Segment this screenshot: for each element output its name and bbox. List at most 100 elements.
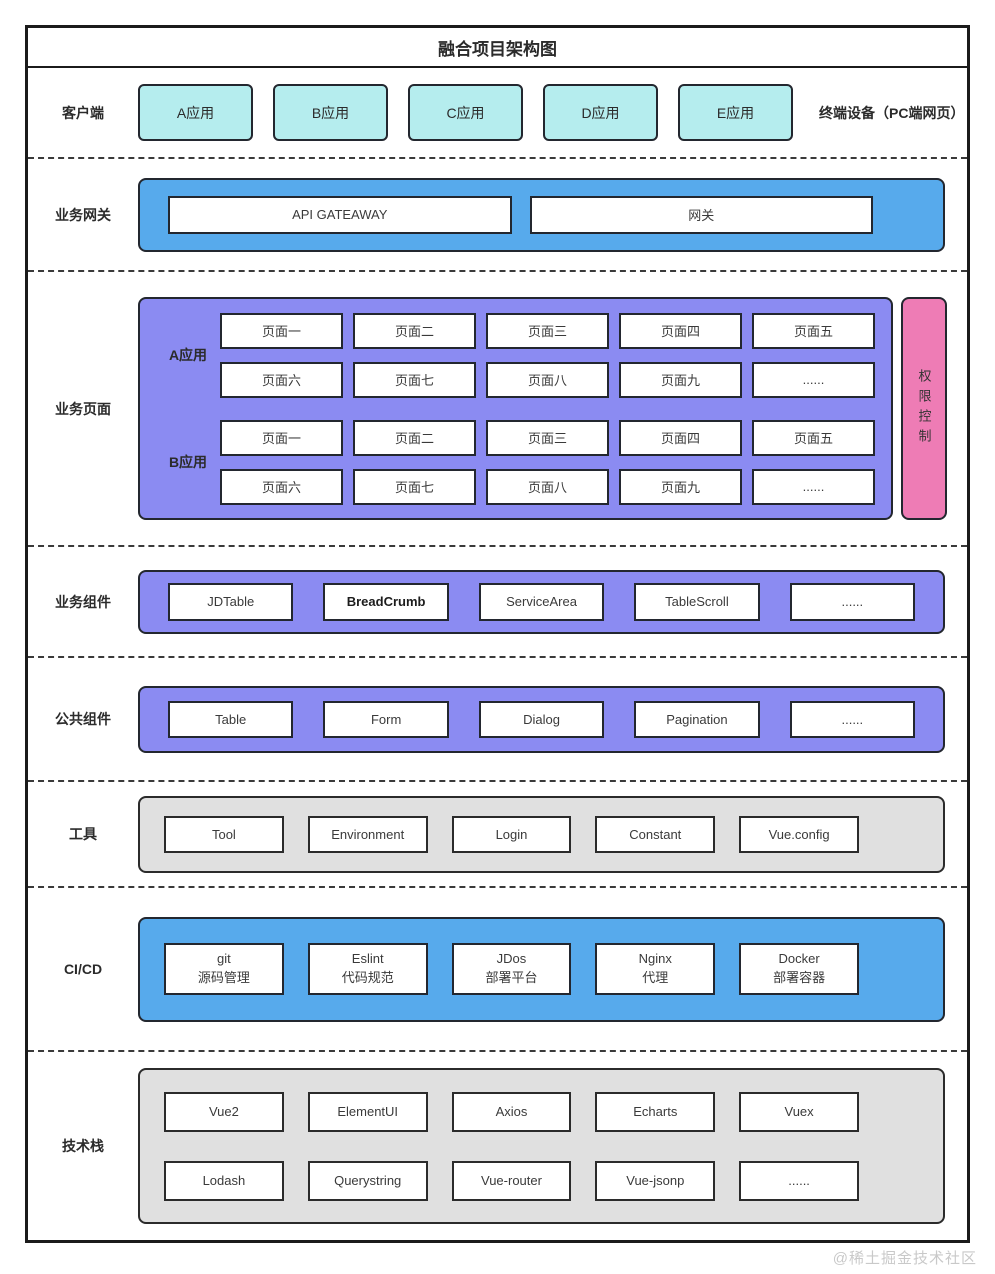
page-box: 页面八 (486, 361, 609, 398)
client-app-box: C应用 (408, 84, 523, 141)
tech-box: Vue2 (164, 1091, 284, 1132)
biz-component-box: TableScroll (634, 582, 760, 621)
terminal-device-note: 终端设备（PC端网页） (819, 104, 965, 121)
cicd-box-name: git (217, 951, 231, 967)
row-label-cicd: CI/CD (63, 961, 103, 977)
page-box: 页面三 (486, 312, 609, 349)
architecture-diagram: 融合项目架构图 客户端 A应用 B应用 C应用 D应用 E应用 终端设备（PC端… (25, 25, 970, 1243)
cicd-box-desc: 代码规范 (341, 970, 394, 985)
page-box: 页面二 (353, 312, 476, 349)
page-box: 页面八 (486, 468, 609, 505)
page-box: 页面九 (619, 468, 742, 505)
cicd-box-desc: 部署容器 (773, 970, 826, 985)
row-label-gateway: 业务网关 (55, 206, 111, 223)
cicd-box: JDos 部署平台 (451, 943, 572, 995)
client-app-box: A应用 (138, 84, 253, 141)
cicd-box-name: JDos (496, 951, 527, 967)
watermark: @稀土掘金技术社区 (832, 1250, 977, 1267)
cicd-box-name: Nginx (638, 951, 672, 967)
cicd-box: Docker 部署容器 (739, 943, 859, 995)
cicd-box: Nginx 代理 (595, 943, 716, 995)
tech-box: Vuex (739, 1091, 859, 1132)
tech-box: Lodash (164, 1160, 284, 1201)
row-label-tools: 工具 (69, 826, 97, 842)
cicd-box-desc: 代理 (642, 970, 669, 985)
tool-box: Constant (595, 815, 716, 853)
gateway-item: API GATEAWAY (168, 195, 512, 234)
tech-box-ellipsis: ...... (739, 1160, 859, 1201)
page-group-b: B应用 页面一 页面二 页面三 页面四 页面五 页面六 页面七 页面八 页面九 … (156, 419, 875, 505)
row-label-tech-stack: 技术栈 (62, 1138, 104, 1154)
row-cicd: CI/CD git 源码管理 Eslint 代码规范 JDos 部署平台 Ngi… (28, 888, 967, 1052)
tech-box: Querystring (307, 1160, 428, 1201)
tools-bar: Tool Environment Login Constant Vue.conf… (138, 795, 945, 873)
gateway-item: 网关 (529, 195, 873, 234)
tech-box: Echarts (595, 1091, 716, 1132)
page-group-a: A应用 页面一 页面二 页面三 页面四 页面五 页面六 页面七 页面八 页面九 … (156, 312, 875, 398)
biz-component-box-ellipsis: ...... (789, 582, 916, 621)
permission-control-box: 权限控制 (901, 297, 947, 520)
biz-components-bar: JDTable BreadCrumb ServiceArea TableScro… (138, 569, 945, 634)
row-label-biz-components: 业务组件 (55, 593, 111, 610)
row-tech-stack: 技术栈 Vue2 ElementUI Axios Echarts Vuex Lo… (28, 1052, 967, 1240)
page-box: 页面一 (220, 419, 343, 456)
common-component-box: Table (168, 700, 294, 738)
cicd-box: git 源码管理 (164, 943, 284, 995)
page-box: 页面二 (353, 419, 476, 456)
page-box: 页面六 (220, 361, 343, 398)
tech-box: Vue-router (451, 1160, 572, 1201)
client-app-box: B应用 (273, 84, 388, 141)
tech-stack-row: Lodash Querystring Vue-router Vue-jsonp … (164, 1160, 859, 1201)
tool-box: Vue.config (739, 815, 859, 853)
page-box-ellipsis: ...... (752, 361, 875, 398)
row-client: 客户端 A应用 B应用 C应用 D应用 E应用 终端设备（PC端网页） (28, 68, 967, 159)
cicd-box-name: Docker (778, 951, 820, 967)
row-biz-components: 业务组件 JDTable BreadCrumb ServiceArea Tabl… (28, 547, 967, 658)
page-box: 页面九 (619, 361, 742, 398)
row-label-common-components: 公共组件 (55, 711, 111, 727)
page-group-label: A应用 (168, 347, 208, 363)
tech-box: Vue-jsonp (595, 1160, 716, 1201)
row-gateway: 业务网关 API GATEAWAY 网关 (28, 159, 967, 272)
tech-box: ElementUI (307, 1091, 428, 1132)
common-component-box: Pagination (634, 700, 760, 738)
page-box: 页面一 (220, 312, 343, 349)
tech-box: Axios (451, 1091, 572, 1132)
row-common-components: 公共组件 Table Form Dialog Pagination ...... (28, 658, 967, 782)
biz-component-box: BreadCrumb (323, 582, 449, 621)
row-label-client: 客户端 (62, 104, 104, 121)
biz-component-box: JDTable (168, 582, 294, 621)
row-tools: 工具 Tool Environment Login Constant Vue.c… (28, 782, 967, 888)
biz-component-box: ServiceArea (478, 582, 605, 621)
gateway-bar: API GATEAWAY 网关 (138, 177, 945, 252)
client-app-box: D应用 (543, 84, 658, 141)
page-box: 页面五 (752, 312, 875, 349)
page-box: 页面三 (486, 419, 609, 456)
row-pages: 业务页面 A应用 页面一 页面二 页面三 页面四 页面五 页面六 页面七 (28, 272, 967, 547)
cicd-box-desc: 源码管理 (197, 970, 250, 985)
cicd-bar: git 源码管理 Eslint 代码规范 JDos 部署平台 Nginx 代理 … (138, 916, 945, 1022)
common-component-box: Form (323, 700, 449, 738)
common-component-box: Dialog (478, 700, 605, 738)
diagram-title: 融合项目架构图 (28, 28, 967, 68)
page-box: 页面六 (220, 468, 343, 505)
tool-box: Login (451, 815, 572, 853)
common-components-bar: Table Form Dialog Pagination ...... (138, 685, 945, 753)
page-group-label: B应用 (168, 454, 208, 470)
tool-box: Tool (164, 815, 284, 853)
cicd-box: Eslint 代码规范 (307, 943, 428, 995)
page-box: 页面四 (619, 312, 742, 349)
row-label-pages: 业务页面 (55, 400, 111, 417)
page-box: 页面五 (752, 419, 875, 456)
common-component-box-ellipsis: ...... (789, 700, 916, 738)
tech-stack-bar: Vue2 ElementUI Axios Echarts Vuex Lodash… (138, 1068, 945, 1224)
permission-control-label: 权限控制 (916, 368, 932, 449)
page-box: 页面七 (353, 468, 476, 505)
client-apps: A应用 B应用 C应用 D应用 E应用 终端设备（PC端网页） (138, 84, 967, 141)
cicd-box-desc: 部署平台 (485, 970, 538, 985)
cicd-box-name: Eslint (351, 951, 384, 967)
page-box-ellipsis: ...... (752, 468, 875, 505)
page-box: 页面七 (353, 361, 476, 398)
tool-box: Environment (307, 815, 428, 853)
pages-bar: A应用 页面一 页面二 页面三 页面四 页面五 页面六 页面七 页面八 页面九 … (138, 297, 893, 520)
